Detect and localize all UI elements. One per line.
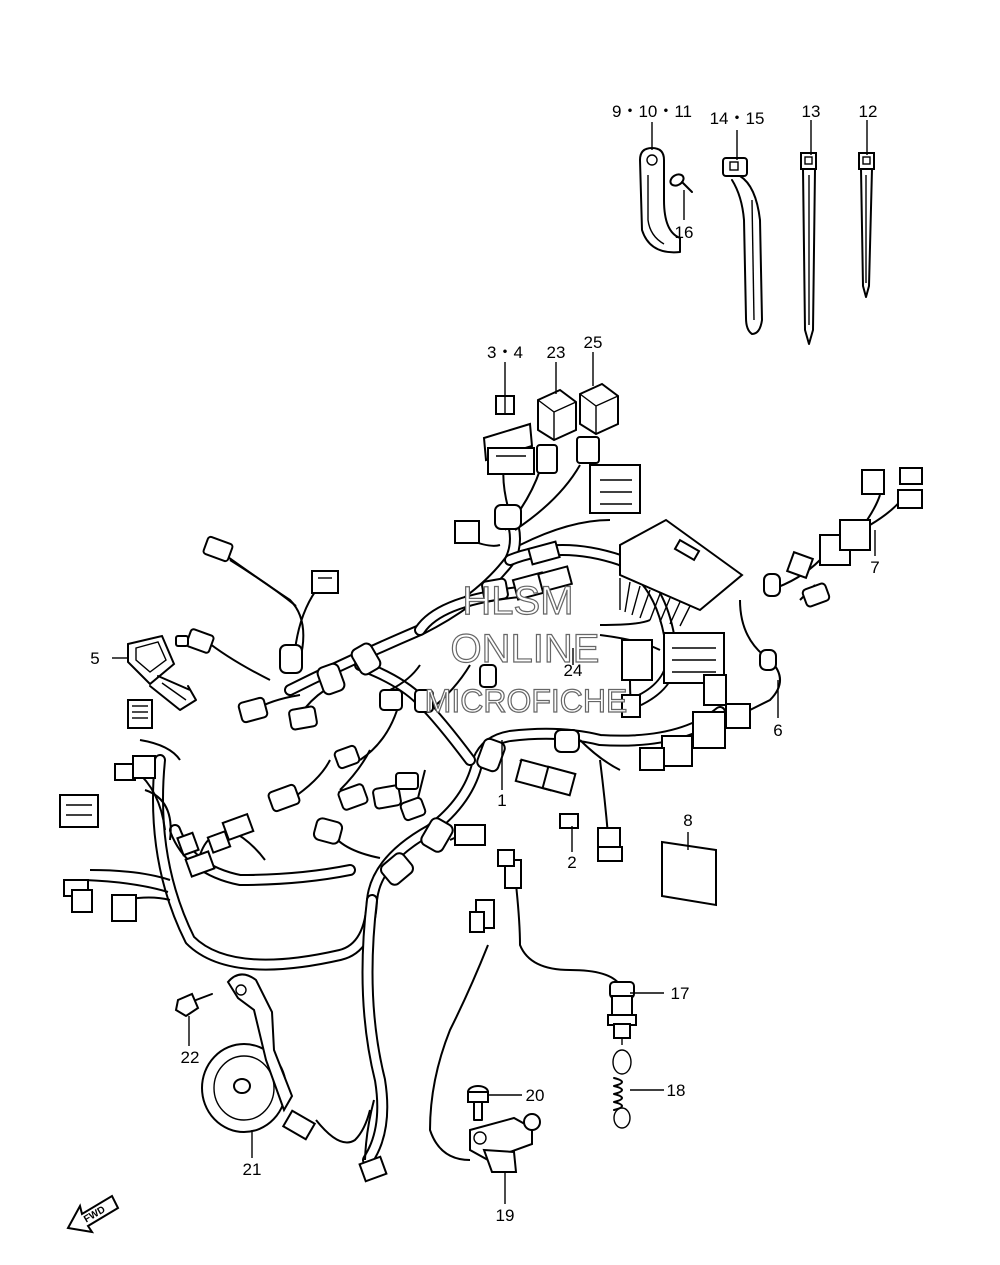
watermark-line-1: HLSM	[462, 579, 573, 623]
label-sticker-part-8	[661, 840, 717, 907]
wire-clamp-part	[639, 147, 681, 254]
pigtail-connectors	[358, 849, 522, 1183]
callout-5: 5	[90, 649, 99, 668]
watermark: HLSM ONLINE MICROFICHE	[424, 578, 628, 719]
callout-16: 16	[675, 223, 694, 242]
leader-lines	[112, 120, 876, 1204]
callout-2: 2	[567, 853, 576, 872]
harness-connectors	[59, 467, 923, 922]
harness-branch-wires	[84, 459, 906, 1161]
spring-part-18	[612, 1049, 632, 1129]
callout-17: 17	[671, 984, 690, 1003]
watermark-line-3: MICROFICHE	[425, 683, 628, 719]
callout-13: 13	[802, 102, 821, 121]
harness-tape-sleeves	[279, 504, 781, 886]
callout-7: 7	[870, 558, 879, 577]
callout-14-15: 14・15	[710, 109, 765, 128]
callout-23: 23	[547, 343, 566, 362]
cable-tie-part-12	[858, 152, 875, 298]
callout-9-10-11: 9・10・11	[612, 102, 692, 121]
callout-22: 22	[181, 1048, 200, 1067]
connector-cap-part-5	[127, 634, 197, 711]
callout-12: 12	[859, 102, 878, 121]
switch-bracket-part-19	[469, 1113, 541, 1173]
bolt-part-20	[467, 1085, 489, 1121]
callout-labels: 9・10・11 14・15 13 12 16 3・4 23 25 5 7 24 …	[90, 102, 879, 1225]
relay-part-25	[579, 382, 619, 436]
large-multi-pin-connector	[619, 518, 744, 627]
callout-18: 18	[667, 1081, 686, 1100]
upper-relay-connector-block	[482, 422, 641, 514]
forward-direction-arrow-icon: FWD	[66, 1194, 120, 1234]
callout-20: 20	[526, 1086, 545, 1105]
horn-part-21	[201, 973, 317, 1141]
callout-1: 1	[497, 791, 506, 810]
watermark-line-2: ONLINE	[451, 627, 600, 671]
callout-24: 24	[564, 661, 583, 680]
callout-19: 19	[496, 1206, 515, 1225]
screw-part-16	[669, 173, 693, 220]
bolt-part-22	[174, 992, 213, 1046]
relay-part-23	[537, 388, 577, 442]
fuse-part	[495, 395, 515, 415]
callout-3-4: 3・4	[487, 343, 523, 362]
callout-25: 25	[584, 333, 603, 352]
cable-tie-clip-part	[722, 157, 763, 335]
callout-8: 8	[683, 811, 692, 830]
callout-6: 6	[773, 721, 782, 740]
cable-tie-part-13	[800, 152, 817, 345]
sensor-switch-part-17	[607, 981, 637, 1045]
callout-21: 21	[243, 1160, 262, 1179]
